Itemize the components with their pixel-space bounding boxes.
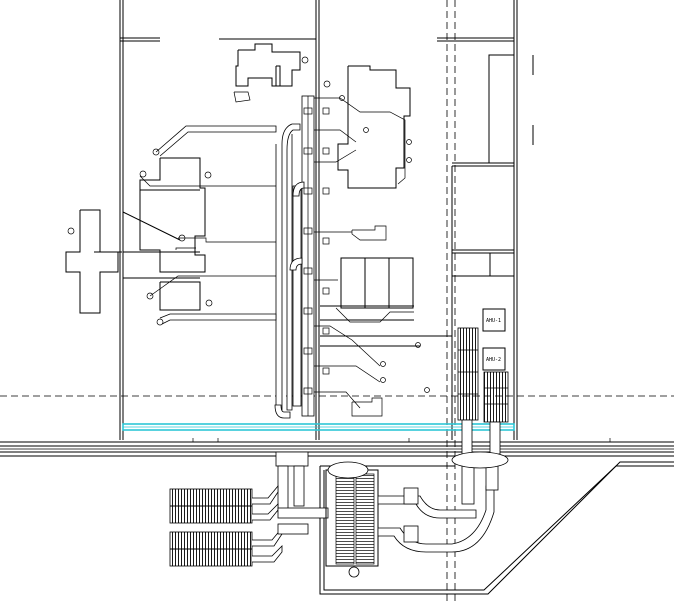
chiller-units [169,488,253,567]
ahu-label-upper: AHU-1 [486,318,501,324]
lower-piping [252,451,509,578]
central-left-rooms [123,157,213,311]
highlight-wall [122,423,515,431]
branch-piping-left [139,125,277,326]
upper-center-rooms [233,43,309,103]
upper-right-rooms [323,65,411,241]
ahu-label-lower: AHU-2 [486,357,501,363]
road-band [0,438,674,457]
riser-stack [274,95,330,419]
building-outline [119,0,534,440]
branch-piping-right [314,95,414,409]
ahu-box-upper [482,308,506,332]
left-wing [65,209,181,314]
ahu-box-lower [482,347,506,371]
ahu-equipment: AHU-1 AHU-2 [482,308,506,371]
coil-arrays [457,327,509,455]
equipment-panels [320,257,452,417]
